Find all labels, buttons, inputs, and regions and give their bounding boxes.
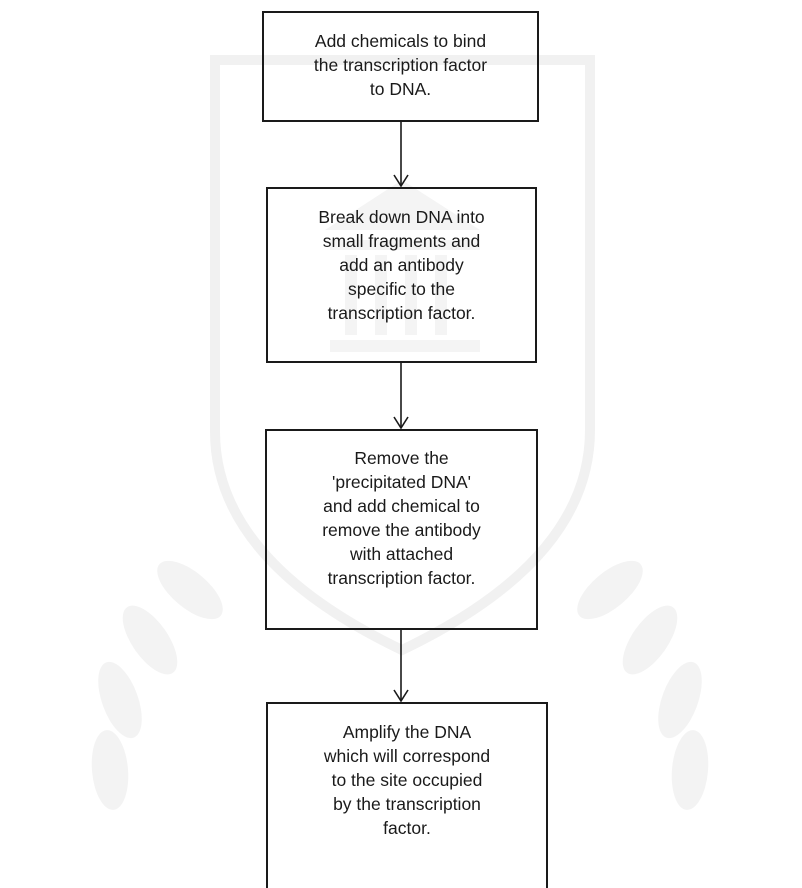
step-3-line-5: with attached bbox=[349, 544, 454, 564]
step-2-line-3: add an antibody bbox=[339, 255, 464, 275]
step-1-line-1: Add chemicals to bind bbox=[314, 31, 487, 51]
step-1-line-2: the transcription factor bbox=[313, 55, 488, 75]
step-2-line-1: Break down DNA into bbox=[318, 207, 485, 227]
step-4-line-5: factor. bbox=[383, 818, 431, 838]
step-2-box: Break down DNA into small fragments and … bbox=[266, 187, 537, 363]
step-1-box: Add chemicals to bind the transcription … bbox=[262, 11, 539, 122]
step-3-line-4: remove the antibody bbox=[322, 520, 481, 540]
step-3-line-6: transcription factor. bbox=[327, 568, 476, 588]
step-3-line-2: 'precipitated DNA' bbox=[332, 472, 471, 492]
step-3-line-1: Remove the bbox=[354, 448, 449, 468]
step-3-line-3: and add chemical to bbox=[323, 496, 480, 516]
step-4-line-1: Amplify the DNA bbox=[342, 722, 472, 742]
step-2-line-5: transcription factor. bbox=[327, 303, 476, 323]
step-1-line-3: to DNA. bbox=[369, 79, 432, 99]
step-2-line-4: specific to the bbox=[348, 279, 455, 299]
step-2-line-2: small fragments and bbox=[322, 231, 481, 251]
step-4-line-3: to the site occupied bbox=[331, 770, 483, 790]
step-4-box: Amplify the DNA which will correspond to… bbox=[266, 702, 548, 888]
step-4-line-2: which will correspond bbox=[323, 746, 491, 766]
step-3-box: Remove the 'precipitated DNA' and add ch… bbox=[265, 429, 538, 630]
step-4-line-4: by the transcription bbox=[333, 794, 481, 814]
